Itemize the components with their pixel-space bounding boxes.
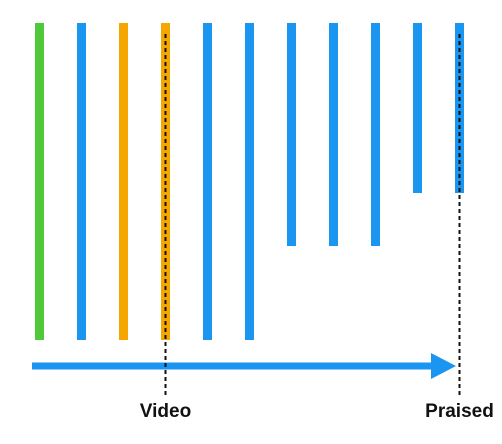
timeline-arrow-head — [431, 353, 456, 379]
marker-label-1: Video — [140, 401, 191, 422]
marker-label-2: Praised — [425, 401, 494, 422]
bars-group — [35, 23, 464, 340]
markers-group: Video Praised — [140, 34, 494, 422]
bar-7 — [287, 23, 296, 246]
bar-6 — [245, 23, 254, 340]
bar-9 — [371, 23, 380, 246]
bar-5 — [203, 23, 212, 340]
bar-3 — [119, 23, 128, 340]
bar-1 — [35, 23, 44, 340]
bar-8 — [329, 23, 338, 246]
bar-10 — [413, 23, 422, 193]
bar-2 — [77, 23, 86, 340]
